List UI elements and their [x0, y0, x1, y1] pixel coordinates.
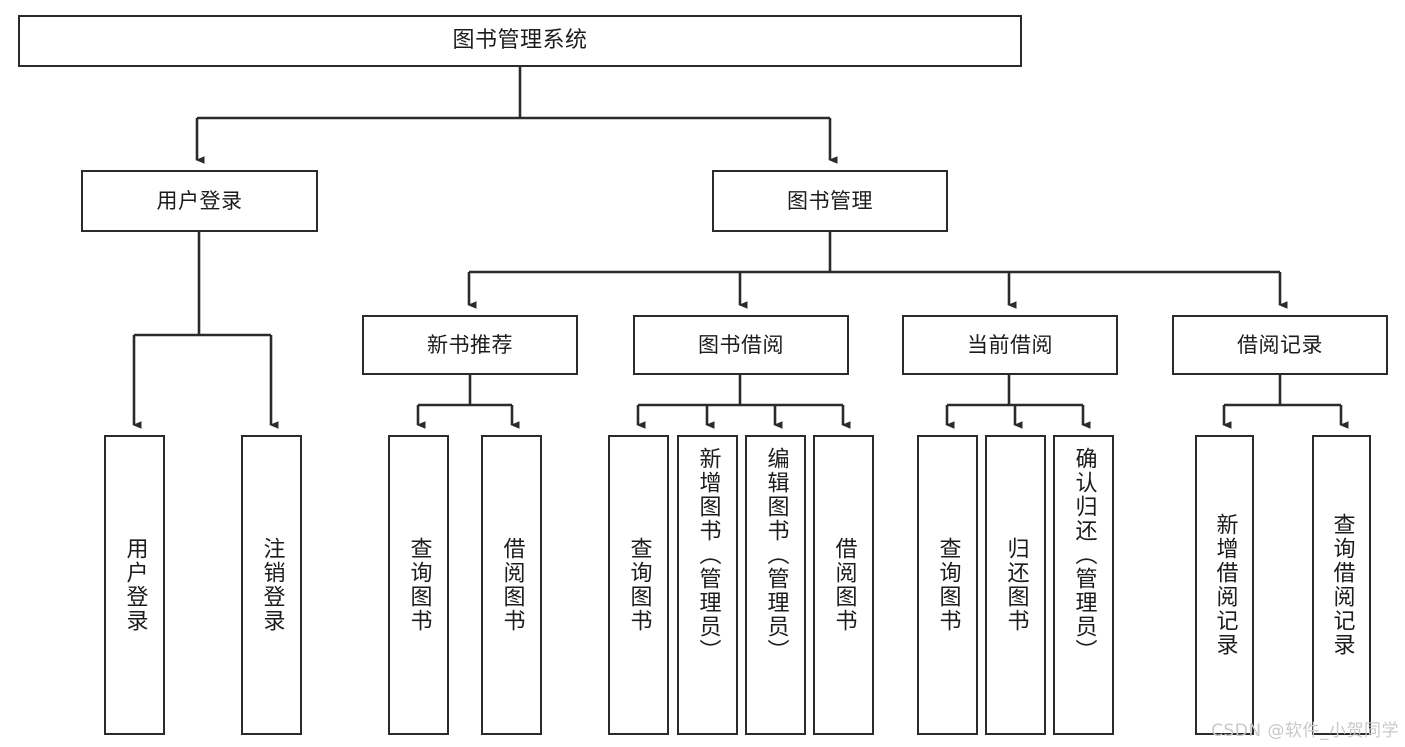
node-book-borrow[interactable]: 图书借阅 — [633, 315, 849, 375]
leaf-query-book-1[interactable]: 查询图书 — [388, 435, 449, 735]
node-book-borrow-label: 图书借阅 — [698, 332, 784, 357]
leaf-logout-label: 注销登录 — [259, 537, 285, 633]
node-root-label: 图书管理系统 — [452, 28, 588, 54]
leaf-user-login[interactable]: 用户登录 — [104, 435, 165, 735]
leaf-query-book-3-label: 查询图书 — [935, 537, 961, 633]
node-borrow-record[interactable]: 借阅记录 — [1172, 315, 1388, 375]
leaf-query-book-2[interactable]: 查询图书 — [608, 435, 669, 735]
node-current-borrow-label: 当前借阅 — [967, 332, 1053, 357]
node-current-borrow[interactable]: 当前借阅 — [902, 315, 1118, 375]
leaf-borrow-book-2[interactable]: 借阅图书 — [813, 435, 874, 735]
node-root[interactable]: 图书管理系统 — [18, 15, 1022, 67]
node-user-login[interactable]: 用户登录 — [81, 170, 318, 232]
leaf-return-book-label: 归还图书 — [1003, 537, 1029, 633]
leaf-query-book-2-label: 查询图书 — [626, 537, 652, 633]
node-user-login-label: 用户登录 — [156, 188, 243, 213]
node-new-book-rec[interactable]: 新书推荐 — [362, 315, 578, 375]
node-new-book-rec-label: 新书推荐 — [427, 332, 513, 357]
leaf-edit-book[interactable]: 编辑图书（管理员） — [745, 435, 806, 735]
leaf-add-book-label: 新增图书（管理员） — [695, 447, 721, 663]
leaf-add-record-label: 新增借阅记录 — [1212, 513, 1238, 657]
node-book-manage[interactable]: 图书管理 — [712, 170, 948, 232]
leaf-borrow-book-2-label: 借阅图书 — [831, 537, 857, 633]
leaf-borrow-book-1-label: 借阅图书 — [499, 537, 525, 633]
leaf-add-record[interactable]: 新增借阅记录 — [1195, 435, 1254, 735]
leaf-edit-book-label: 编辑图书（管理员） — [763, 447, 789, 663]
leaf-user-login-label: 用户登录 — [122, 537, 148, 633]
leaf-query-record[interactable]: 查询借阅记录 — [1312, 435, 1371, 735]
leaf-logout[interactable]: 注销登录 — [241, 435, 302, 735]
leaf-add-book[interactable]: 新增图书（管理员） — [677, 435, 738, 735]
leaf-confirm-return[interactable]: 确认归还（管理员） — [1053, 435, 1114, 735]
leaf-query-record-label: 查询借阅记录 — [1329, 513, 1355, 657]
node-book-manage-label: 图书管理 — [787, 188, 873, 213]
leaf-return-book[interactable]: 归还图书 — [985, 435, 1046, 735]
leaf-query-book-3[interactable]: 查询图书 — [917, 435, 978, 735]
leaf-borrow-book-1[interactable]: 借阅图书 — [481, 435, 542, 735]
node-borrow-record-label: 借阅记录 — [1237, 332, 1323, 357]
leaf-query-book-1-label: 查询图书 — [406, 537, 432, 633]
leaf-confirm-return-label: 确认归还（管理员） — [1071, 447, 1097, 663]
